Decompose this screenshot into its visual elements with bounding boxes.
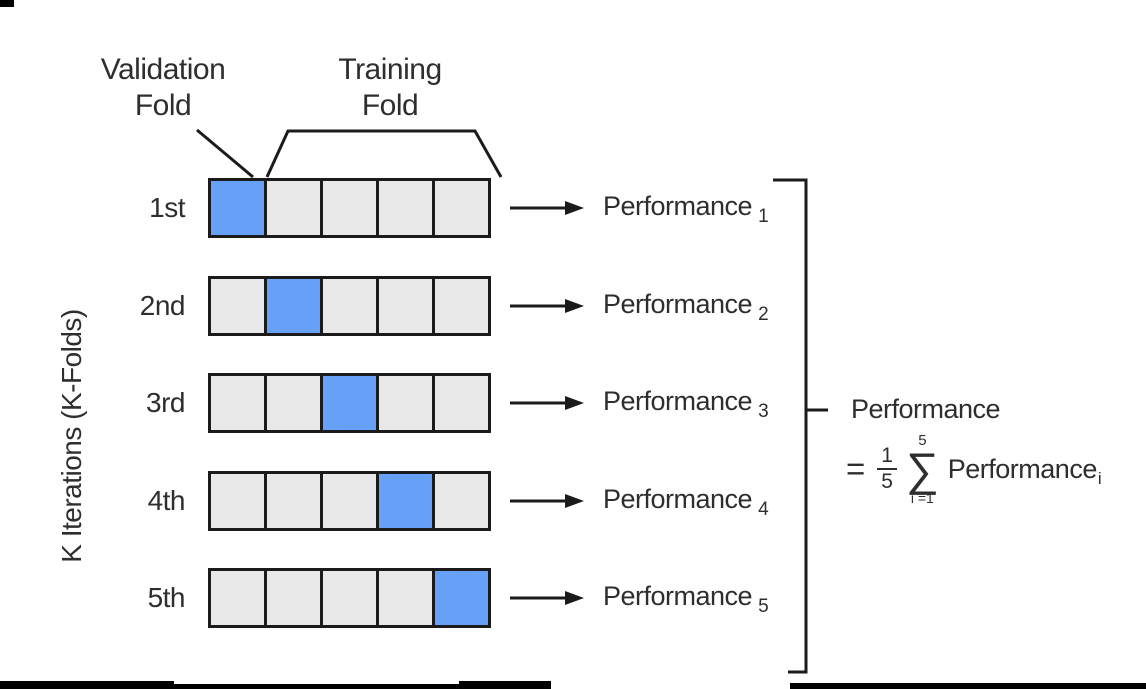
training-fold-label-line1: Training [338,53,442,86]
training-fold-cell [376,568,435,628]
training-fold-cell [264,568,323,628]
fold-cells [208,373,491,433]
fold-cells [208,178,491,238]
sigma-icon: ∑ [905,443,939,495]
fraction-numerator: 1 [881,444,893,467]
performance-label-subscript: 1 [758,206,769,227]
performance-label-subscript: 2 [758,304,769,325]
validation-fold-label-line1: Validation [100,53,226,86]
training-fold-brace [265,129,503,178]
fold-row: 3rd [146,373,491,433]
performance-label-text: Performance [603,191,753,221]
training-fold-cell [432,373,491,433]
summation-term-text: Performance [947,453,1098,484]
row-label: 1st [149,192,185,223]
training-fold-cell [320,276,379,336]
validation-fold-cell [432,568,491,628]
bottom-crop-bar-4 [790,683,1146,689]
training-fold-cell [264,471,323,531]
validation-fold-cell [208,178,267,238]
fold-row: 5th [148,568,491,628]
performance-label-subscript: 4 [758,499,769,520]
arrow-head-icon [565,591,584,605]
training-fold-cell [432,178,491,238]
training-fold-cell [376,373,435,433]
summation: 5 ∑ i =1 [906,433,939,505]
training-fold-label: Training Fold [305,52,475,124]
row-label: 5th [147,582,186,613]
training-fold-cell [208,568,267,628]
arrow-head-icon [565,396,584,410]
performance-label-text: Performance [603,289,753,319]
bottom-crop-bar-1 [0,681,174,689]
training-fold-cell [432,471,491,531]
bottom-crop-bar-2 [174,684,459,689]
arrows-layer [510,201,584,605]
summary-bracket [773,178,808,674]
summation-term-subscript: i [1097,468,1102,488]
fraction-one-fifth: 1 5 [877,444,897,492]
row-label: 3rd [146,387,185,418]
summation-upper-limit: 5 [918,432,927,449]
arrow-head-icon [565,201,584,215]
performance-label-subscript: 3 [758,401,769,422]
performance-label-text: Performance [603,581,753,611]
fold-row: 4th [148,471,491,531]
training-fold-cell [432,276,491,336]
formula-expression: = 1 5 5 ∑ i =1 Performancei [846,433,1102,505]
summation-term: Performancei [947,453,1102,488]
training-fold-cell [320,471,379,531]
row-label: 4th [147,485,186,516]
training-fold-cell [208,471,267,531]
training-fold-cell [208,373,267,433]
validation-fold-label-line2: Fold [134,89,192,122]
arrow-head-icon [565,299,584,313]
fraction-denominator: 5 [877,468,897,492]
equals-sign: = [846,450,866,487]
average-performance-formula: Performance = 1 5 5 ∑ i =1 Performancei [846,394,1102,505]
performance-label-text: Performance [603,386,753,416]
fold-row: 1st [149,178,491,238]
training-fold-label-line2: Fold [361,89,419,122]
row-label: 2nd [139,290,186,321]
bottom-crop-bar-3 [459,681,551,689]
arrow-head-icon [565,494,584,508]
validation-fold-label: Validation Fold [78,52,248,124]
fold-row: 2nd [140,276,491,336]
training-fold-cell [264,373,323,433]
validation-fold-cell [264,276,323,336]
fold-cells [208,568,491,628]
training-fold-cell [208,276,267,336]
training-fold-cell [376,178,435,238]
fold-cells [208,276,491,336]
training-fold-cell [320,178,379,238]
performance-label-subscript: 5 [758,596,769,617]
performance-label-text: Performance [603,484,753,514]
training-fold-cell [376,276,435,336]
summation-lower-limit: i =1 [910,490,934,506]
validation-fold-cell [320,373,379,433]
top-left-crop-mark [0,0,14,7]
training-fold-cell [264,178,323,238]
training-fold-cell [320,568,379,628]
formula-title: Performance [851,394,1001,424]
validation-pointer-line [196,128,254,179]
validation-fold-cell [376,471,435,531]
fold-cells [208,471,491,531]
